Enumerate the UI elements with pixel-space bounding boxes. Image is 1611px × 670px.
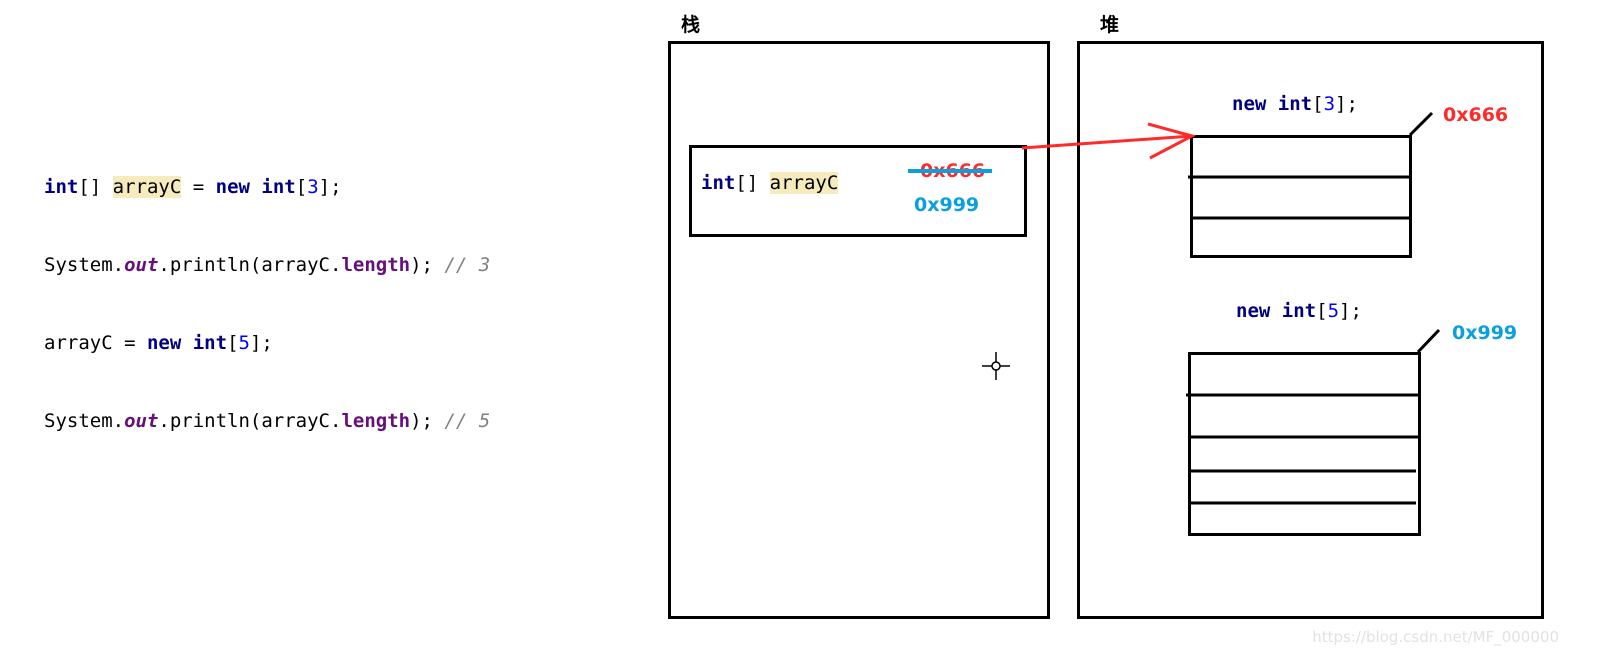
code-line-2: System.out.println(arrayC.length); // 3 [44, 254, 491, 276]
heap-title: 堆 [1100, 14, 1120, 36]
reference-arrow [1021, 122, 1197, 160]
code-line-1: int[] arrayC = new int[3]; [44, 176, 342, 198]
heap-array1 [1190, 135, 1412, 258]
stack-title: 栈 [681, 14, 701, 36]
crosshair-cursor [982, 352, 1010, 380]
heap-array1-label: new int[3]; [1232, 93, 1358, 115]
code-line-3: arrayC = new int[5]; [44, 332, 273, 354]
stack-area [668, 41, 1050, 619]
heap-area [1077, 41, 1544, 619]
watermark: https://blog.csdn.net/MF_000000 [1312, 628, 1559, 646]
array2-address-tick [1416, 328, 1441, 354]
stack-variable-name: arrayC [769, 172, 839, 194]
code-snippet: int[] arrayC = new int[3]; System.out.pr… [44, 122, 490, 460]
heap-array2-address: 0x999 [1452, 322, 1518, 344]
variable-highlight: arrayC [112, 176, 182, 198]
array1-address-tick [1408, 111, 1434, 137]
new-address: 0x999 [914, 194, 980, 216]
stack-variable-label: int[] arrayC [701, 172, 839, 194]
code-line-4: System.out.println(arrayC.length); // 5 [44, 410, 491, 432]
heap-array1-address: 0x666 [1443, 104, 1509, 126]
heap-array2-label: new int[5]; [1236, 300, 1362, 322]
heap-array2 [1188, 352, 1421, 536]
stack-variable-box [689, 145, 1027, 237]
